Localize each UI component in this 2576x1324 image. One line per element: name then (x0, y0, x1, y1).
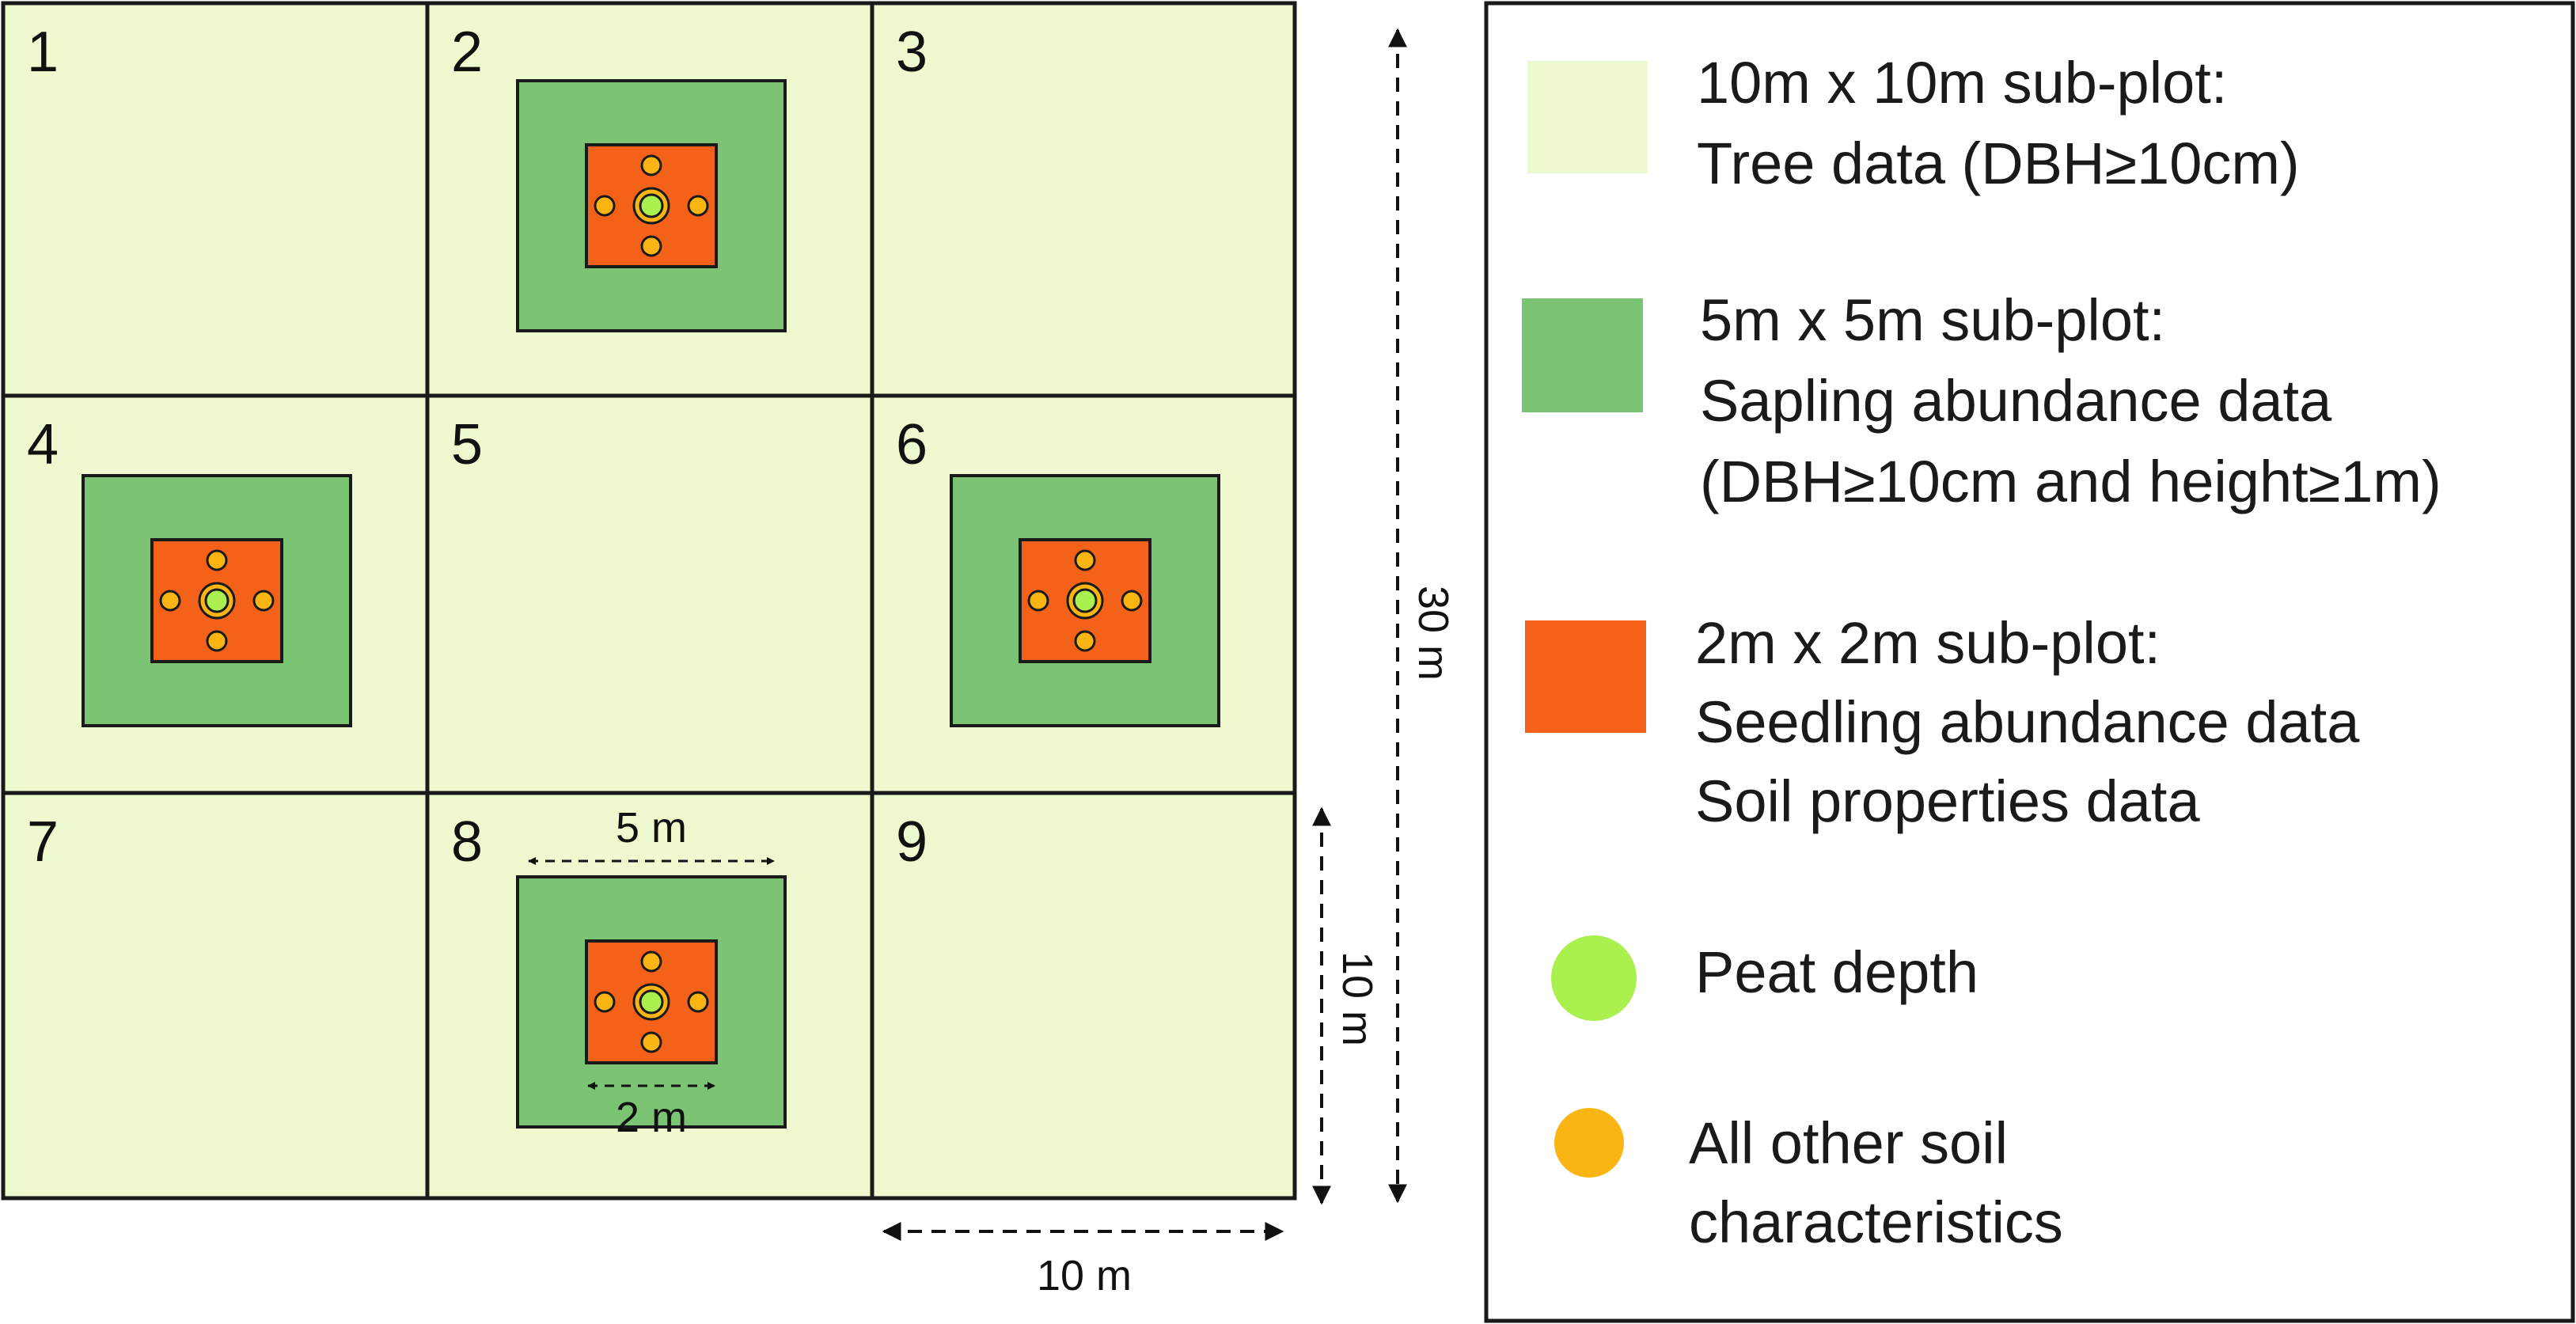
peat-depth-point (639, 989, 664, 1015)
legend-text-line: 5m x 5m sub-plot: (1700, 287, 2165, 353)
peat-depth-point (1072, 588, 1098, 613)
cell-number-label: 3 (896, 21, 928, 84)
thirty-meter-label: 30 m (1409, 586, 1457, 681)
legend-text-line: 2m x 2m sub-plot: (1695, 610, 2161, 676)
soil-sample-point (687, 991, 709, 1013)
soil-sample-point (594, 195, 616, 217)
cell-number-label: 1 (27, 21, 59, 84)
cell-number-label: 6 (896, 413, 928, 476)
legend-box (1484, 1, 2575, 1323)
legend: 10m x 10m sub-plot: Tree data (DBH≥10cm) 5… (1484, 1, 2575, 1323)
peat-depth-point (204, 588, 230, 613)
green-square-icon (1522, 298, 1643, 412)
tree-subplot-cell (1, 791, 430, 1201)
legend-item-seedling: 2m x 2m sub-plot: Seedling abundance data… (1525, 610, 2360, 834)
soil-sample-point (206, 630, 228, 652)
tree-subplot-cell (425, 393, 874, 795)
dimension-annotations: 5 m 2 m 10 m 10 m 30 m (528, 28, 1457, 1299)
cell-number-label: 9 (896, 810, 928, 874)
yellow-circle-icon (1554, 1108, 1624, 1178)
soil-sample-point (640, 1031, 662, 1053)
legend-item-peat: Peat depth (1551, 935, 1978, 1021)
soil-sample-point (159, 590, 181, 612)
legend-text-line: (DBH≥10cm and height≥1m) (1700, 449, 2441, 514)
cell-number-label: 5 (451, 413, 483, 476)
legend-text-line: 10m x 10m sub-plot: (1697, 50, 2227, 116)
ten-meter-height-label: 10 m (1334, 951, 1381, 1046)
legend-item-soil: All other soil characteristics (1554, 1108, 2063, 1255)
soil-sample-point (640, 950, 662, 973)
tree-subplot-cell (1, 1, 430, 398)
cell-number-label: 2 (451, 21, 483, 84)
soil-sample-point (640, 235, 662, 257)
soil-sample-point (1074, 630, 1096, 652)
soil-sample-point (1027, 590, 1049, 612)
cell-number-label: 7 (27, 810, 59, 874)
two-meter-label: 2 m (616, 1094, 687, 1141)
ten-meter-width-label: 10 m (1037, 1252, 1132, 1299)
orange-square-icon (1525, 620, 1646, 733)
soil-sample-point (687, 195, 709, 217)
five-meter-label: 5 m (616, 804, 687, 852)
legend-text-line: Peat depth (1695, 939, 1978, 1005)
peat-depth-point (639, 193, 664, 218)
plot-grid: 1 2 3 4 5 6 7 8 9 (1, 1, 1297, 1201)
legend-text-line: Tree data (DBH≥10cm) (1697, 131, 2300, 196)
cell-number-label: 8 (451, 810, 483, 874)
soil-sample-point (1074, 549, 1096, 571)
legend-text-line: characteristics (1689, 1189, 2063, 1255)
legend-item-sapling: 5m x 5m sub-plot: Sapling abundance data (… (1522, 287, 2441, 514)
soil-sample-point (640, 154, 662, 176)
soil-sample-point (252, 590, 275, 612)
legend-text-line: Sapling abundance data (1700, 368, 2332, 434)
soil-sample-point (594, 991, 616, 1013)
cell-number-label: 4 (27, 413, 59, 476)
tree-subplot-cell (870, 791, 1297, 1201)
light-green-circle-icon (1551, 935, 1637, 1021)
soil-sample-point (1121, 590, 1143, 612)
soil-sample-point (206, 549, 228, 571)
light-green-square-icon (1527, 61, 1648, 173)
legend-text-line: Soil properties data (1695, 768, 2200, 834)
legend-item-tree: 10m x 10m sub-plot: Tree data (DBH≥10cm) (1527, 50, 2300, 196)
tree-subplot-cell (870, 1, 1297, 398)
legend-text-line: All other soil (1689, 1110, 2008, 1176)
legend-text-line: Seedling abundance data (1695, 689, 2360, 755)
